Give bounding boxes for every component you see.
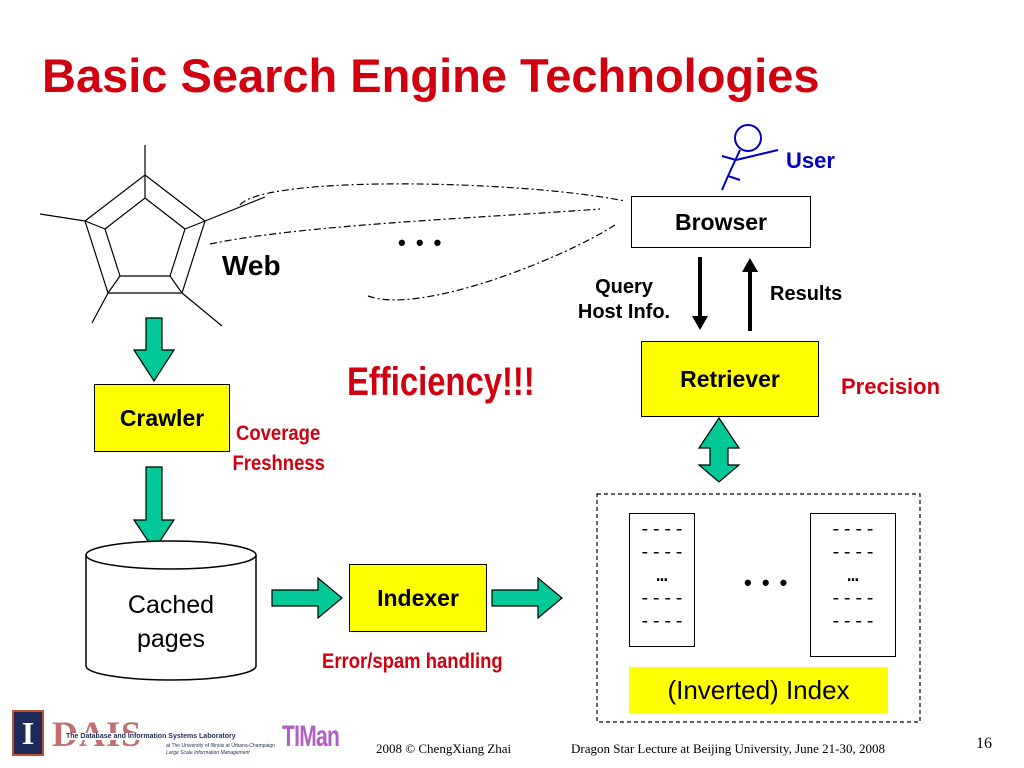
footer-copyright: 2008 © ChengXiang Zhai bbox=[376, 741, 512, 756]
coverage-freshness-note: Coverage Freshness bbox=[232, 419, 324, 479]
doc-line: ---- bbox=[639, 610, 685, 632]
doc-line: ---- bbox=[830, 610, 876, 632]
indexer-box: Indexer bbox=[349, 564, 487, 632]
results-label: Results bbox=[770, 283, 843, 305]
precision-label: Precision bbox=[841, 374, 941, 399]
indexer-label: Indexer bbox=[377, 584, 459, 611]
doc-line: ---- bbox=[830, 587, 876, 609]
error-spam-label: Error/spam handling bbox=[322, 650, 503, 673]
web-to-crawler-arrow-icon bbox=[132, 317, 176, 383]
query-label-line2: Host Info. bbox=[577, 301, 671, 323]
doc-line: ---- bbox=[639, 518, 685, 540]
web-label: Web bbox=[222, 250, 281, 281]
doc-line: ---- bbox=[639, 541, 685, 563]
crawler-box: Crawler bbox=[94, 384, 230, 452]
crawler-to-cache-arrow-icon bbox=[132, 466, 176, 552]
retriever-label: Retriever bbox=[680, 365, 780, 392]
browser-box: Browser bbox=[631, 196, 811, 248]
illinois-logo-letter: I bbox=[21, 715, 35, 751]
crawler-label: Crawler bbox=[119, 404, 205, 431]
query-arrow bbox=[692, 257, 708, 330]
lab-subtitle: at The University of Illinois at Urbana-… bbox=[166, 743, 275, 749]
freshness-label: Freshness bbox=[232, 452, 325, 475]
doc-line: … bbox=[847, 564, 859, 586]
cache-to-indexer-arrow-icon bbox=[271, 576, 343, 620]
query-label: Query Host Info. bbox=[568, 275, 680, 325]
results-arrow bbox=[742, 258, 758, 331]
cached-pages-line2: pages bbox=[136, 625, 206, 653]
doc-line: … bbox=[656, 564, 668, 586]
retriever-index-arrow-icon bbox=[697, 416, 741, 483]
doc-line: ---- bbox=[830, 518, 876, 540]
retriever-box: Retriever bbox=[641, 341, 819, 417]
doc-line: ---- bbox=[830, 541, 876, 563]
browser-label: Browser bbox=[674, 208, 768, 235]
user-label: User bbox=[786, 148, 835, 173]
index-document-1: ---- ---- … ---- ---- bbox=[629, 513, 695, 647]
cached-pages-label: Cached pages bbox=[96, 588, 246, 656]
footer-lecture: Dragon Star Lecture at Beijing Universit… bbox=[571, 741, 885, 756]
slide-title: Basic Search Engine Technologies bbox=[42, 49, 820, 102]
web-more-dots: • • • bbox=[398, 230, 444, 255]
cached-pages-cylinder-icon bbox=[85, 540, 257, 681]
timan-logo: TIMan bbox=[282, 720, 340, 753]
page-number: 16 bbox=[976, 735, 992, 752]
user-figure-icon bbox=[721, 124, 779, 191]
cached-pages-line1: Cached bbox=[127, 591, 215, 619]
doc-line: ---- bbox=[639, 587, 685, 609]
inverted-index-label: (Inverted) Index bbox=[629, 667, 888, 713]
web-graph-icon bbox=[39, 145, 266, 327]
index-container bbox=[596, 493, 921, 723]
indexer-to-index-arrow-icon bbox=[491, 576, 563, 620]
lab-name: The Database and Information Systems Lab… bbox=[66, 733, 236, 740]
coverage-label: Coverage bbox=[236, 422, 321, 445]
query-label-line1: Query bbox=[595, 276, 653, 298]
lab-tagline: Large Scale Information Management bbox=[166, 750, 250, 756]
index-more-dots: • • • bbox=[744, 570, 790, 595]
index-document-2: ---- ---- … ---- ---- bbox=[810, 513, 896, 657]
efficiency-label: Efficiency!!! bbox=[347, 360, 535, 404]
illinois-logo-icon: I bbox=[12, 710, 44, 756]
web-to-browser-links bbox=[209, 183, 626, 301]
